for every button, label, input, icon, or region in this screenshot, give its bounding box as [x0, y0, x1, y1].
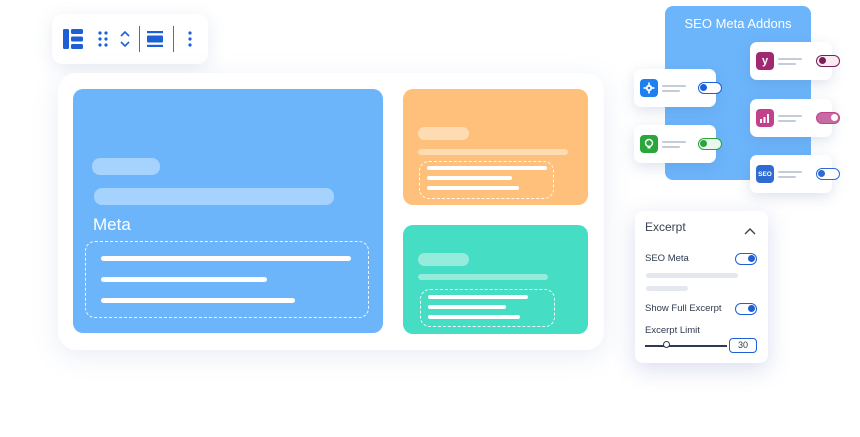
excerpt-limit-slider[interactable] — [645, 345, 727, 347]
elementor-block-icon[interactable] — [60, 14, 86, 64]
addon-line — [778, 58, 802, 60]
chevron-up-icon[interactable] — [744, 222, 756, 240]
placeholder-pill — [418, 127, 469, 140]
show-full-excerpt-toggle[interactable] — [735, 303, 757, 315]
addon-chip[interactable] — [634, 125, 722, 163]
meta-card[interactable]: Meta — [73, 89, 383, 333]
more-options-icon[interactable] — [180, 14, 200, 64]
addon-line — [662, 146, 680, 148]
addon-line — [778, 120, 796, 122]
addon-toggle[interactable] — [816, 112, 840, 124]
text-line — [101, 277, 267, 282]
addon-line — [662, 85, 686, 87]
show-full-excerpt-label: Show Full Excerpt — [645, 303, 722, 314]
addon-line — [778, 176, 796, 178]
addon-chip[interactable] — [750, 99, 840, 137]
text-line — [101, 298, 295, 303]
placeholder-line — [418, 149, 568, 155]
orange-card[interactable] — [403, 89, 588, 205]
addon-chip[interactable]: SEO — [750, 155, 840, 193]
seo-addons-title: SEO Meta Addons — [684, 16, 792, 31]
bulb-icon — [640, 135, 658, 153]
addon-toggle[interactable] — [698, 82, 722, 94]
text-line — [427, 176, 512, 180]
layout-canvas: Meta — [58, 73, 604, 350]
align-block-icon[interactable] — [143, 14, 167, 64]
move-up-down-icon[interactable] — [116, 14, 134, 64]
drag-handle-icon[interactable] — [94, 14, 112, 64]
addon-chip[interactable] — [634, 69, 722, 107]
text-line — [427, 166, 547, 170]
block-toolbar — [52, 14, 208, 64]
meta-label: Meta — [93, 215, 131, 234]
meta-content-area[interactable] — [85, 241, 369, 318]
excerpt-limit-label: Excerpt Limit — [645, 325, 700, 336]
addon-chip[interactable]: y — [750, 42, 840, 80]
placeholder-line — [646, 273, 738, 278]
placeholder-line — [646, 286, 688, 291]
text-line — [428, 315, 520, 319]
placeholder-line — [418, 274, 548, 280]
seopress-icon: SEO — [756, 165, 774, 183]
text-line — [428, 295, 528, 299]
addon-line — [778, 115, 802, 117]
gear-badge-icon — [640, 79, 658, 97]
teal-card[interactable] — [403, 225, 588, 334]
text-line — [428, 305, 506, 309]
seo-meta-toggle[interactable] — [735, 253, 757, 265]
slider-handle[interactable] — [663, 341, 670, 348]
excerpt-panel: Excerpt SEO Meta Show Full Excerpt Excer… — [635, 211, 768, 363]
text-line — [101, 256, 351, 261]
text-line — [427, 186, 519, 190]
orange-content-area[interactable] — [419, 161, 554, 199]
addon-toggle[interactable] — [816, 55, 840, 67]
yoast-icon: y — [756, 52, 774, 70]
addon-line — [778, 171, 802, 173]
placeholder-pill — [92, 158, 160, 175]
addon-line — [662, 90, 680, 92]
rankmath-icon — [756, 109, 774, 127]
placeholder-pill — [94, 188, 334, 205]
excerpt-limit-input[interactable]: 30 — [729, 338, 757, 353]
teal-content-area[interactable] — [420, 289, 555, 327]
seo-meta-label: SEO Meta — [645, 253, 689, 264]
addon-line — [778, 63, 796, 65]
addon-toggle[interactable] — [816, 168, 840, 180]
placeholder-pill — [418, 253, 469, 266]
addon-toggle[interactable] — [698, 138, 722, 150]
addon-line — [662, 141, 686, 143]
excerpt-title: Excerpt — [645, 220, 686, 234]
